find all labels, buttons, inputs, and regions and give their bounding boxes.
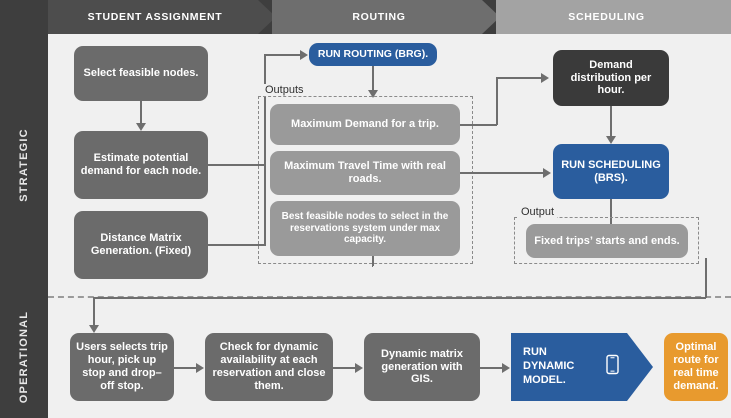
connector-estimate-right	[208, 164, 265, 166]
node-select-feasible-nodes[interactable]: Select feasible nodes.	[74, 46, 208, 101]
node-estimate-potential-demand[interactable]: Estimate potential demand for each node.	[74, 131, 208, 199]
connector-maxdemand-up	[496, 77, 498, 125]
arrowhead-right	[196, 363, 204, 373]
connector-check-to-matrix	[333, 367, 357, 369]
phase-student-assignment: STUDENT ASSIGNMENT	[48, 0, 276, 34]
connector-demand-to-scheduling	[610, 106, 612, 138]
connector-bus-to-routing	[264, 54, 302, 56]
node-output-best-feasible-nodes[interactable]: Best feasible nodes to select in the res…	[270, 201, 460, 256]
node-output-max-travel-time[interactable]: Maximum Travel Time with real roads.	[270, 151, 460, 195]
phase-label: SCHEDULING	[568, 11, 645, 23]
node-output-max-demand[interactable]: Maximum Demand for a trip.	[270, 104, 460, 145]
arrowhead-right	[300, 50, 308, 60]
connector-distance-right	[208, 244, 265, 246]
phase-header: STUDENT ASSIGNMENT ROUTING SCHEDULING	[0, 0, 731, 34]
node-demand-distribution[interactable]: Demand distribution per hour.	[553, 50, 669, 106]
phase-routing: ROUTING	[272, 0, 500, 34]
arrowhead-right	[502, 363, 510, 373]
outputs-group-label: Outputs	[262, 84, 307, 96]
connector-bestnodes-down	[372, 256, 374, 266]
connector-scheduling-to-output	[610, 199, 612, 227]
connector-users-to-check	[174, 367, 198, 369]
diagram-canvas: Select feasible nodes. Estimate potentia…	[48, 34, 731, 418]
connector-fixedtrips-down	[705, 258, 707, 298]
node-run-scheduling-brs[interactable]: RUN SCHEDULING (BRS).	[553, 144, 669, 199]
connector-matrix-to-dynamic	[480, 367, 504, 369]
node-check-dynamic-availability[interactable]: Check for dynamic availability at each r…	[205, 333, 333, 401]
connector-bus-vertical	[264, 54, 266, 246]
node-users-selects-trip[interactable]: Users selects trip hour, pick up stop an…	[70, 333, 174, 401]
arrowhead-down	[606, 136, 616, 144]
rail-operational-label: OPERATIONAL	[18, 310, 30, 404]
connector-maxdemand-right	[460, 124, 497, 126]
arrowhead-right	[355, 363, 363, 373]
node-run-routing-brg[interactable]: RUN ROUTING (BRG).	[309, 43, 437, 66]
smartphone-icon	[606, 355, 619, 380]
connector-loop-down	[93, 297, 95, 327]
phase-label: STUDENT ASSIGNMENT	[87, 11, 223, 23]
rail-strategic-label: STRATEGIC	[18, 128, 30, 202]
connector-bestnodes-right	[372, 265, 373, 267]
connector-fixedtrips-left	[93, 297, 706, 299]
run-dynamic-model-label: RUN DYNAMIC MODEL.	[523, 346, 575, 386]
rail-operational: OPERATIONAL	[0, 296, 48, 418]
rail-strategic: STRATEGIC	[0, 34, 48, 296]
arrowhead-down	[89, 325, 99, 333]
outputs-group	[258, 96, 473, 264]
connector-select-to-estimate	[140, 101, 142, 125]
arrowhead-down	[368, 90, 378, 98]
node-distance-matrix-generation[interactable]: Distance Matrix Generation. (Fixed)	[74, 211, 208, 279]
node-dynamic-matrix-generation[interactable]: Dynamic matrix generation with GIS.	[364, 333, 480, 401]
connector-routing-to-outputs	[372, 66, 374, 92]
node-output-fixed-trips[interactable]: Fixed trips’ starts and ends.	[526, 224, 688, 258]
phase-label: ROUTING	[352, 11, 406, 23]
arrowhead-down	[136, 123, 146, 131]
arrowhead-right	[541, 73, 549, 83]
output-group	[514, 217, 699, 264]
connector-maxdemand-to-demand	[496, 77, 543, 79]
connector-maxtravel-to-scheduling	[460, 172, 545, 174]
phase-scheduling: SCHEDULING	[496, 0, 731, 34]
output-group-label: Output	[518, 206, 558, 218]
node-optimal-route[interactable]: Optimal route for real time demand.	[664, 333, 728, 401]
arrowhead-right	[543, 168, 551, 178]
node-run-dynamic-model[interactable]: RUN DYNAMIC MODEL.	[511, 333, 653, 401]
